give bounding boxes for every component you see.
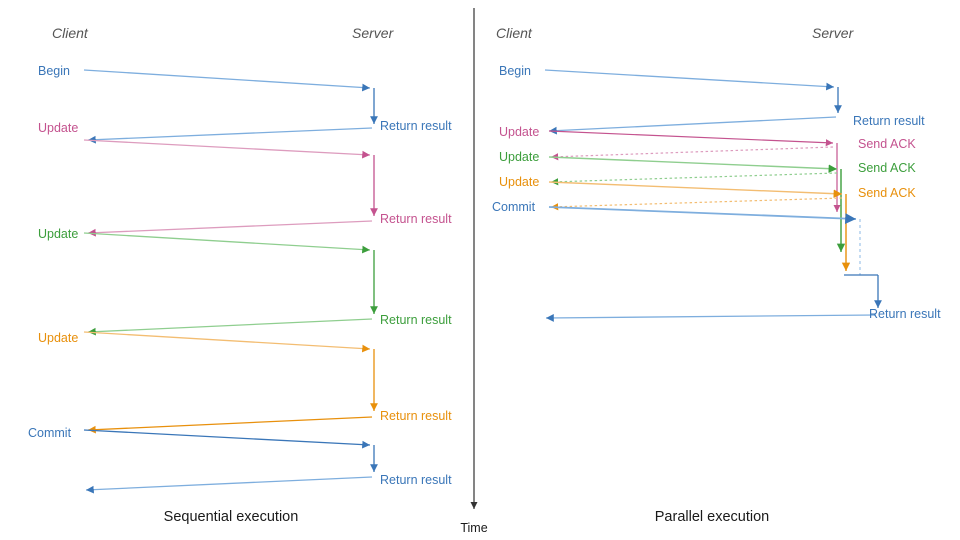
response-arrow [87, 127, 373, 144]
left-label-begin: Begin [38, 64, 70, 78]
right-message-begin [544, 69, 842, 135]
time-axis-label: Time [460, 521, 487, 535]
right-label-update-2: Update [499, 150, 539, 164]
ack-arrow-dotted [550, 146, 834, 161]
left-message-update-3 [83, 331, 378, 434]
ack-arrow-dotted [550, 172, 838, 186]
right-panel [544, 69, 882, 322]
request-arrow [548, 181, 843, 198]
response-arrow [87, 220, 373, 237]
request-arrow [544, 69, 835, 91]
right-label-return-result-2: Return result [869, 307, 941, 321]
right-label-return-result-1: Return result [853, 114, 925, 128]
request-arrow [83, 429, 371, 449]
right-message-commit [545, 206, 882, 322]
ack-arrow-dotted [550, 197, 843, 211]
right-label-begin: Begin [499, 64, 531, 78]
response-arrow [548, 116, 837, 135]
right-client-header: Client [496, 25, 533, 41]
request-arrow [548, 130, 834, 147]
left-label-return-result-3: Return result [380, 313, 452, 327]
response-arrow [87, 318, 373, 336]
request-arrow [83, 69, 371, 92]
left-label-update-1: Update [38, 121, 78, 135]
left-message-begin [83, 69, 378, 144]
left-client-header: Client [52, 25, 89, 41]
right-label-send-ack-1: Send ACK [858, 137, 916, 151]
right-panel-caption: Parallel execution [655, 509, 769, 525]
left-label-return-result-5: Return result [380, 473, 452, 487]
left-label-update-2: Update [38, 227, 78, 241]
left-message-update-1 [83, 139, 378, 237]
right-label-commit: Commit [492, 200, 536, 214]
left-message-update-2 [83, 232, 378, 336]
right-message-update-3 [548, 181, 851, 271]
left-server-header: Server [352, 25, 395, 41]
response-arrow [545, 314, 877, 322]
right-label-send-ack-2: Send ACK [858, 161, 916, 175]
left-label-return-result-2: Return result [380, 212, 452, 226]
request-arrow [83, 232, 371, 254]
right-label-update-3: Update [499, 175, 539, 189]
left-label-return-result-1: Return result [380, 119, 452, 133]
left-panel [83, 69, 378, 494]
right-server-header: Server [812, 25, 855, 41]
request-arrow [548, 206, 857, 224]
request-arrow [83, 139, 371, 159]
right-message-update-1 [548, 130, 841, 212]
left-label-commit: Commit [28, 426, 72, 440]
response-arrow [85, 476, 373, 494]
left-message-commit [83, 429, 378, 494]
right-label-send-ack-3: Send ACK [858, 186, 916, 200]
right-message-update-2 [548, 156, 846, 252]
left-label-update-3: Update [38, 331, 78, 345]
request-arrow [548, 156, 838, 173]
response-arrow [87, 416, 373, 434]
left-label-return-result-4: Return result [380, 409, 452, 423]
right-label-update-1: Update [499, 125, 539, 139]
left-panel-caption: Sequential execution [164, 509, 299, 525]
request-arrow [83, 331, 371, 353]
